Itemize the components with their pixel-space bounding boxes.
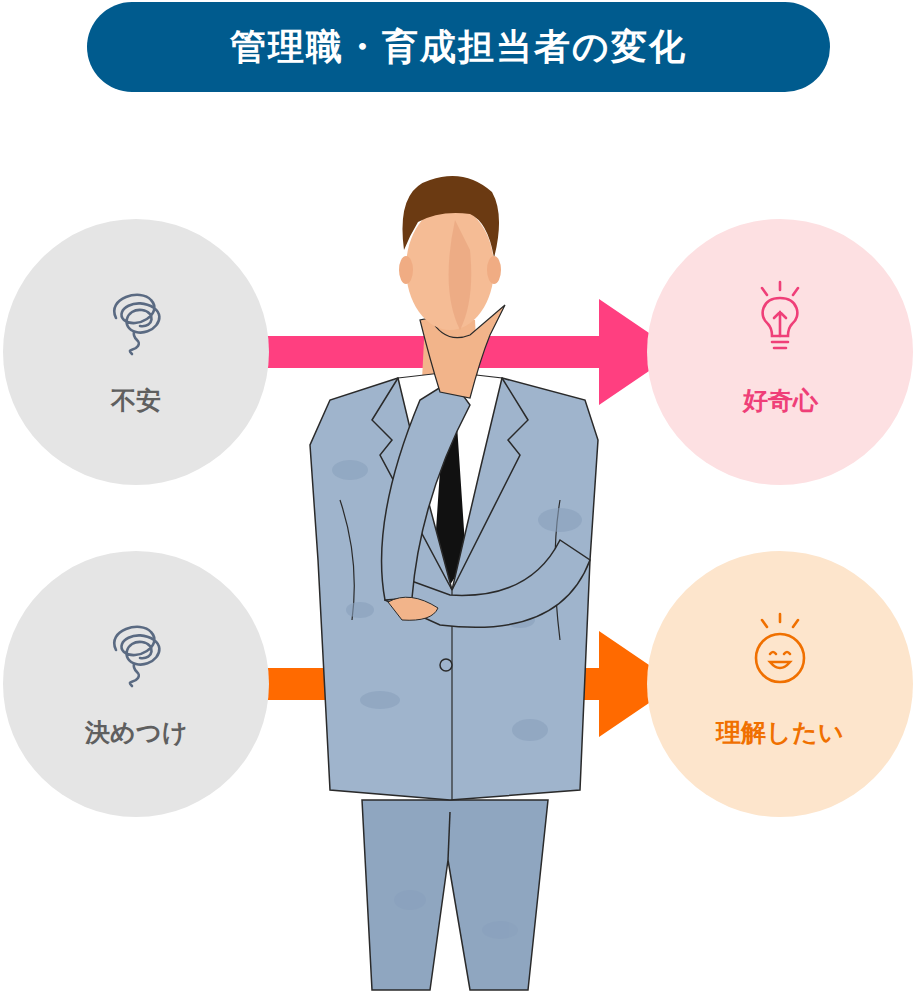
node-icon bbox=[740, 610, 820, 694]
node-icon bbox=[740, 278, 820, 362]
circle-node: 決めつけ bbox=[3, 551, 269, 817]
node-icon bbox=[96, 278, 176, 362]
circle-node: 好奇心 bbox=[647, 219, 913, 485]
title-banner: 管理職・育成担当者の変化 bbox=[87, 2, 830, 92]
node-icon bbox=[96, 610, 176, 694]
node-label: 理解したい bbox=[647, 716, 913, 749]
circle-node: 不安 bbox=[3, 219, 269, 485]
node-label: 好奇心 bbox=[647, 384, 913, 417]
circle-node: 理解したい bbox=[647, 551, 913, 817]
node-label: 決めつけ bbox=[3, 716, 269, 749]
title-text: 管理職・育成担当者の変化 bbox=[230, 23, 687, 72]
node-label: 不安 bbox=[3, 384, 269, 417]
